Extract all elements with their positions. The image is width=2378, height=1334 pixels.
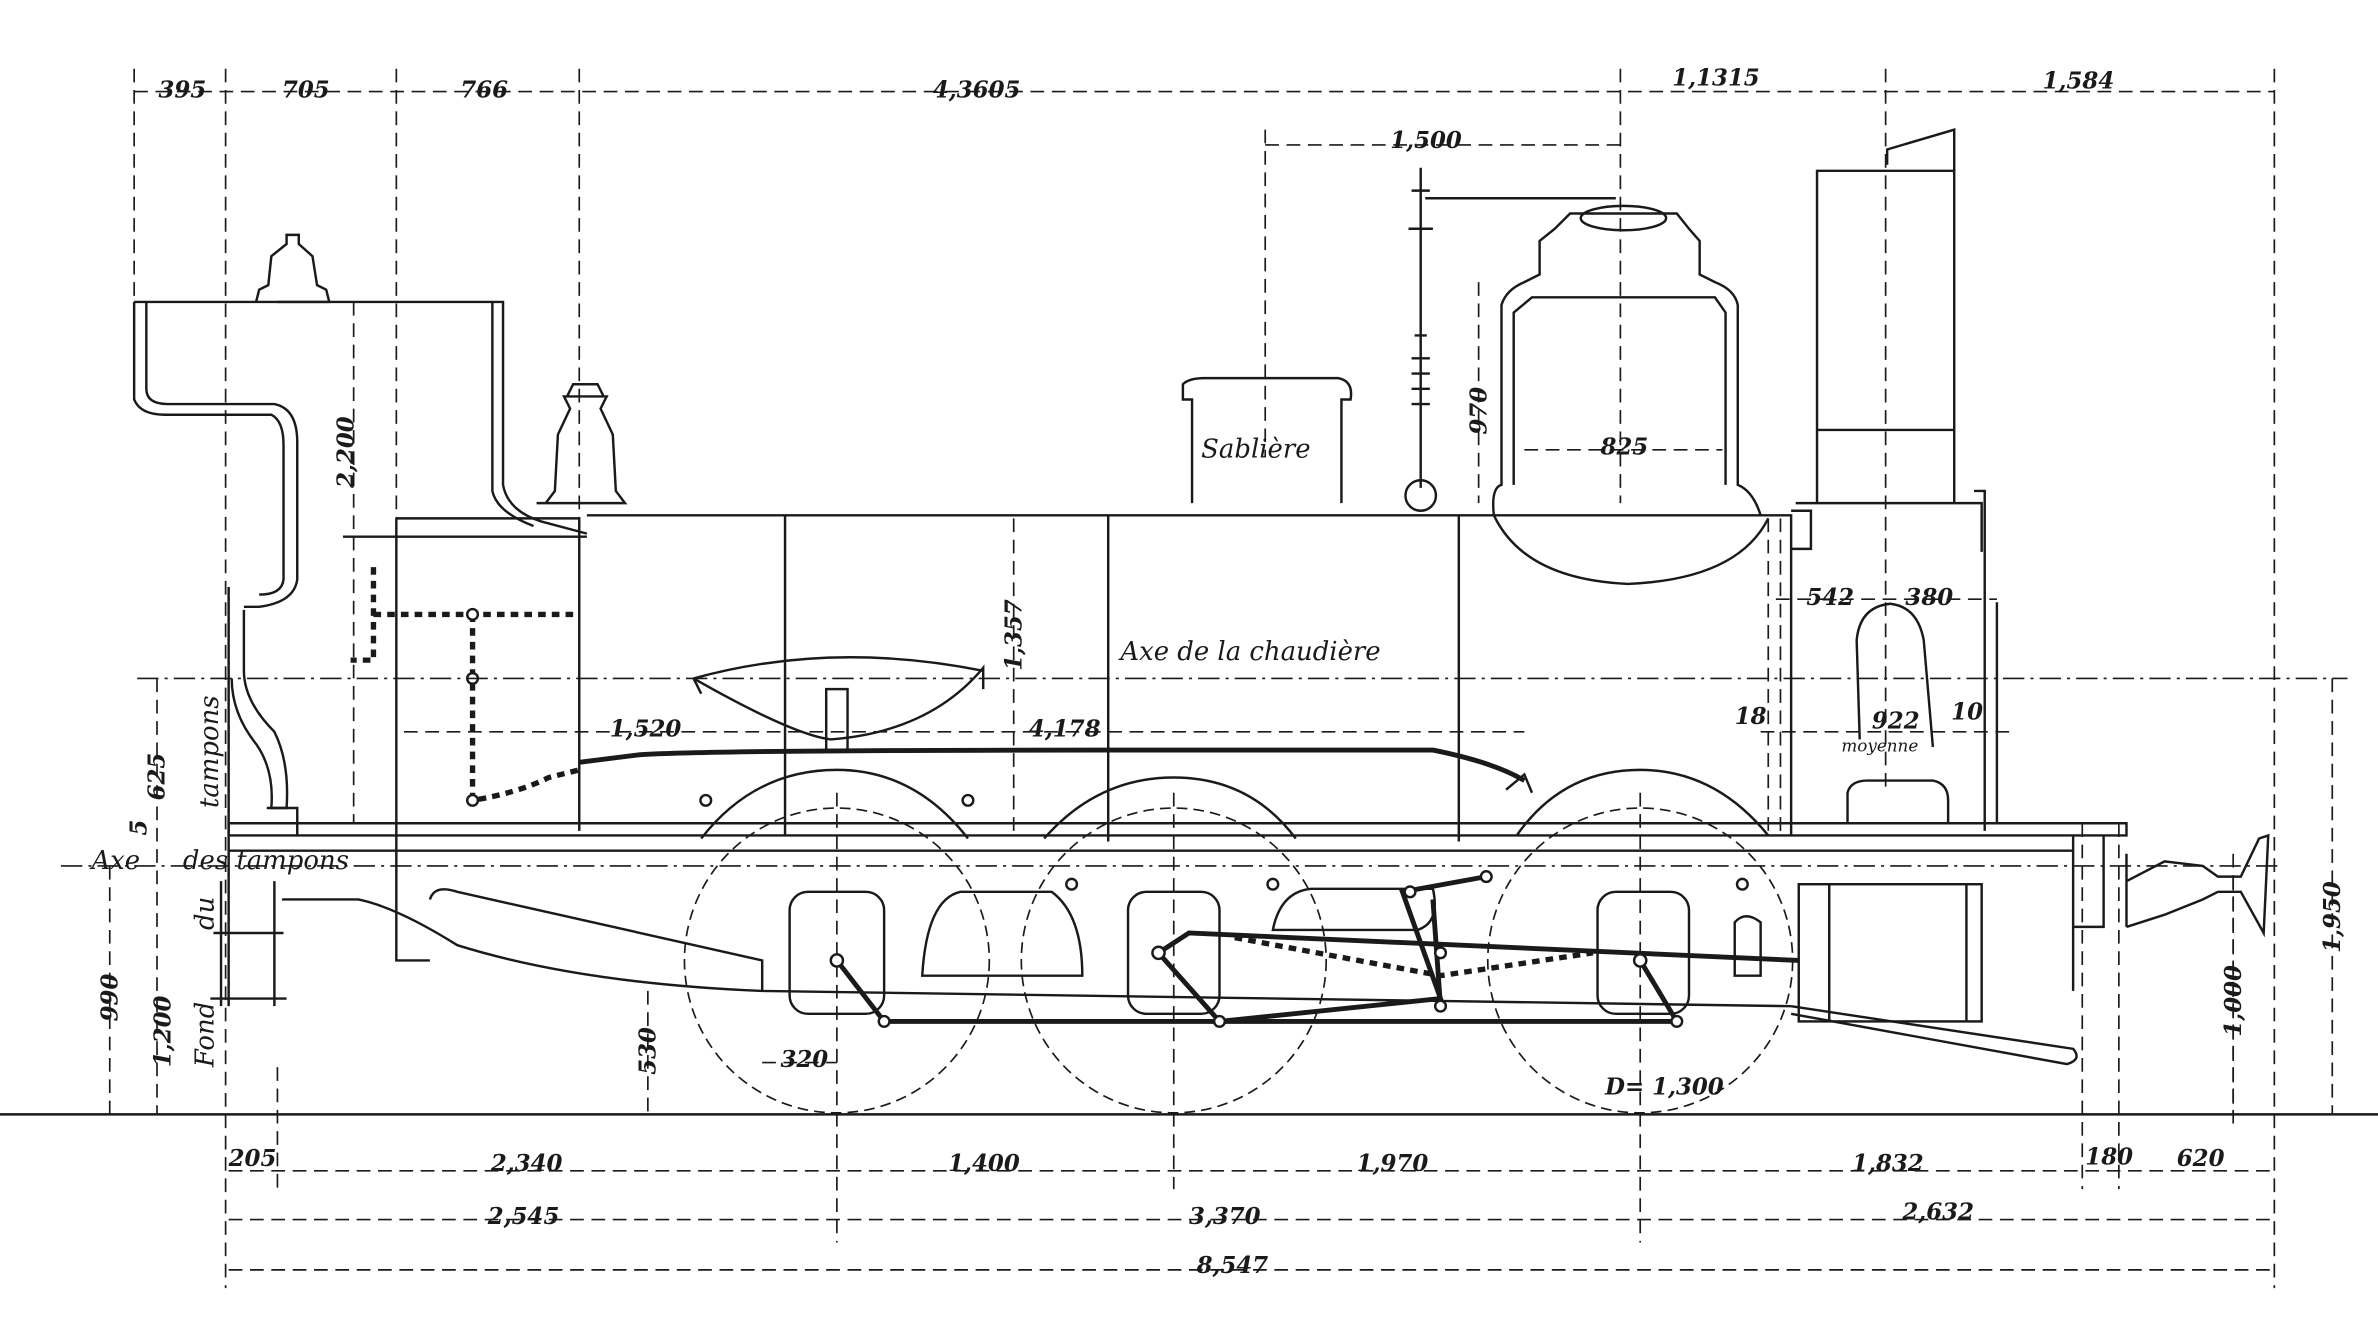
dim-2-200: 2,200 xyxy=(334,416,360,489)
dim-1-1315: 1,1315 xyxy=(1672,65,1759,91)
dim-1-400: 1,400 xyxy=(948,1151,1020,1177)
top-dimension-chain: 395 705 766 4,3605 1,1315 1,584 1,500 xyxy=(134,65,2275,154)
buffer-axis-label-2: des tampons xyxy=(183,846,349,876)
dim-180: 180 xyxy=(2085,1145,2133,1171)
dim-2-340: 2,340 xyxy=(490,1151,563,1177)
wheel-diameter: D= 1,300 xyxy=(1604,1075,1724,1101)
dim-2-545: 2,545 xyxy=(487,1204,560,1230)
dim-1-584: 1,584 xyxy=(2043,69,2115,95)
mean-label: moyenne xyxy=(1841,736,1918,756)
dim-990: 990 xyxy=(97,974,123,1022)
dim-205: 205 xyxy=(228,1146,277,1172)
right-dimensions: 1,950 1,000 xyxy=(2221,678,2346,1115)
safety-valve xyxy=(536,383,628,505)
dim-922: 922 xyxy=(1872,709,1920,735)
sandbox-label: Sablière xyxy=(1201,434,1310,464)
dim-1-970: 1,970 xyxy=(1357,1151,1429,1177)
bottom-dimensions: 205 2,340 1,400 1,970 1,832 180 620 2,54… xyxy=(228,1145,2275,1279)
regulator-wheel xyxy=(1404,479,1438,512)
dim-18: 18 xyxy=(1735,704,1767,730)
wheel-rear xyxy=(683,807,991,1114)
dim-1-357: 1,357 xyxy=(1001,599,1027,671)
dim-4-3605: 4,3605 xyxy=(933,78,1021,104)
dim-766: 766 xyxy=(460,78,508,104)
dim-1-000: 1,000 xyxy=(2221,965,2247,1037)
left-dimensions: 625 5 990 1,200 tampons du Fond xyxy=(97,678,225,1115)
dim-8-547: 8,547 xyxy=(1196,1253,1269,1279)
wheel-middle xyxy=(1020,807,1328,1114)
dim-625: 625 xyxy=(145,753,171,801)
dim-5: 5 xyxy=(126,820,152,836)
dim-3-370: 3,370 xyxy=(1189,1204,1261,1230)
dim-2-632: 2,632 xyxy=(1901,1200,1974,1226)
steam-dome: 970 825 xyxy=(1466,204,1770,586)
frame: Axe des tampons xyxy=(60,822,2279,1066)
dim-1-832: 1,832 xyxy=(1852,1151,1924,1177)
dim-320: 320 xyxy=(780,1047,828,1073)
dim-542: 542 xyxy=(1806,585,1854,611)
dim-395: 395 xyxy=(159,78,207,104)
cab: 2,200 xyxy=(132,233,588,1007)
chimney: 542 380 922 moyenne 18 10 xyxy=(1735,128,2013,831)
dim-825: 825 xyxy=(1600,434,1649,460)
dim-10: 10 xyxy=(1951,700,1983,726)
buffer-axis-label-1: Axe xyxy=(89,846,140,876)
dim-970: 970 xyxy=(1466,387,1492,435)
wheels: 530 320 D= 1,300 xyxy=(635,768,1794,1115)
dim-4-178: 4,178 xyxy=(1029,716,1101,742)
vertical-label-tampons: tampons xyxy=(195,695,225,808)
dim-1-500: 1,500 xyxy=(1390,128,1462,154)
vertical-label-fond: Fond xyxy=(190,1002,220,1068)
dim-1-520: 1,520 xyxy=(610,716,682,742)
vertical-label-du: du xyxy=(190,897,220,930)
dim-1-200: 1,200 xyxy=(151,995,177,1067)
dim-380: 380 xyxy=(1905,585,1953,611)
valve-gear xyxy=(578,747,1799,1028)
sandbox: Sablière xyxy=(1181,376,1353,504)
dim-530: 530 xyxy=(635,1027,661,1075)
boiler: Axe de la chaudière 1,357 1,520 4,178 xyxy=(137,514,2348,842)
dim-620: 620 xyxy=(2177,1146,2225,1172)
dim-705: 705 xyxy=(282,78,330,104)
whistle-rod xyxy=(1408,167,1616,488)
boiler-axis-label: Axe de la chaudière xyxy=(1118,637,1380,667)
dim-1-950: 1,950 xyxy=(2320,881,2346,953)
